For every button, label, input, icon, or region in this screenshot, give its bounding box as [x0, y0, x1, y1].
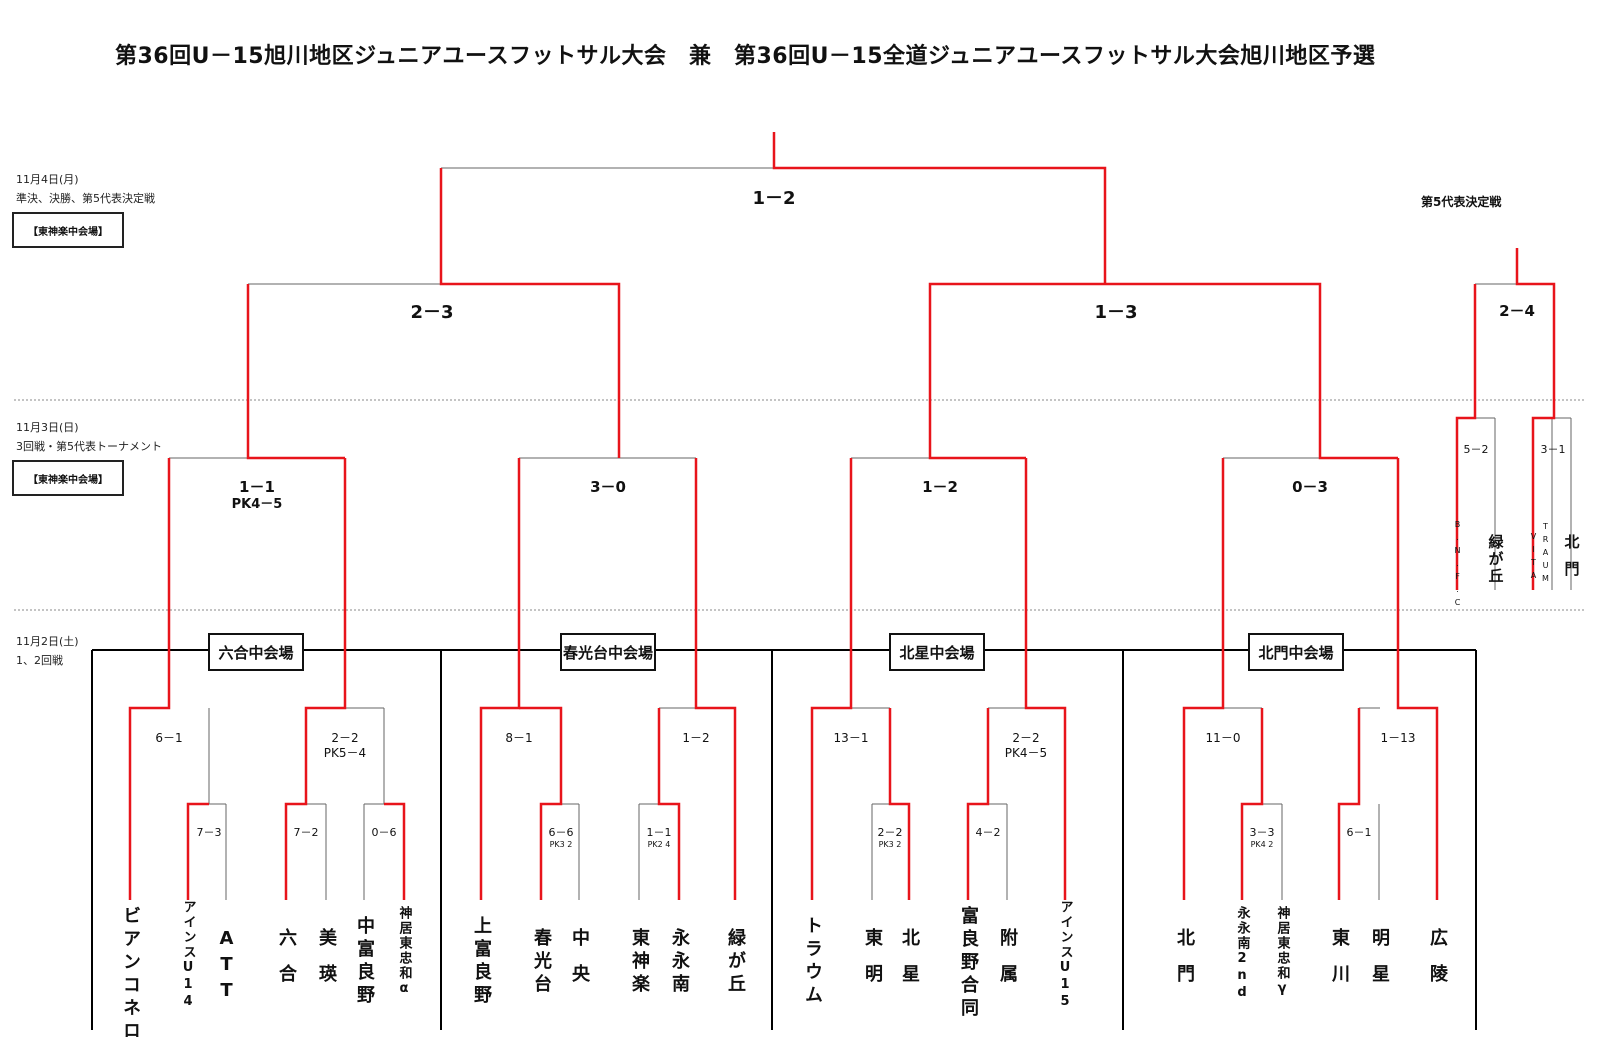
team-koryo: 広陵 — [1427, 928, 1448, 1000]
team-higashikawa: 東川 — [1329, 928, 1350, 1000]
score-r1-9: 6－1 — [1346, 826, 1372, 839]
team-att: ATT — [216, 928, 237, 1006]
venue-hokusei: 北星中会場 — [889, 633, 985, 671]
score-r1-1: 7－3 — [196, 826, 222, 839]
team-eieinan-2nd: 永永南2nd — [1234, 906, 1250, 1002]
score-r1-2: 7－2 — [293, 826, 319, 839]
score-r2-3: 8－1 — [505, 731, 533, 745]
team-shunkodai: 春光台 — [531, 928, 552, 997]
score-fifth-final: 2－4 — [1499, 302, 1535, 320]
team-eieinan: 永永南 — [669, 928, 690, 997]
team-meisei: 明星 — [1369, 928, 1390, 1000]
score-r3-1: 1－1 PK4－5 — [232, 478, 283, 513]
score-fifth-2: 3－1 — [1540, 443, 1566, 456]
team-kamuihigashi-alpha: 神居東忠和α — [396, 906, 412, 998]
team-kamuihigashi-gamma: 神居東忠和γ — [1274, 906, 1290, 998]
day-date: 11月3日(日) — [16, 421, 79, 434]
score-value: 6－6 — [548, 826, 574, 839]
day-date: 11月2日(土) — [16, 635, 79, 648]
score-semi-2: 1－3 — [1094, 302, 1138, 323]
venue-rikugo: 六合中会場 — [208, 633, 304, 671]
team-einsu15: アインスU15 — [1057, 900, 1073, 1011]
score-value: 2－2 — [331, 731, 359, 745]
score-r2-7: 11－0 — [1205, 731, 1241, 745]
score-final: 1－2 — [752, 188, 796, 209]
day-round: 3回戦・第5代表トーナメント — [16, 440, 162, 453]
score-r3-2: 3－0 — [590, 478, 626, 496]
team-furano-godo: 富良野合同 — [958, 906, 979, 1021]
venue-frame — [91, 649, 1477, 1030]
score-r2-2: 2－2 PK5－4 — [324, 731, 366, 761]
score-r1-8: 3－3 PK4 2 — [1250, 826, 1275, 850]
day-venue-nov3: 【東神楽中会場】 — [12, 460, 124, 496]
page-title: 第36回U－15旭川地区ジュニアユースフットサル大会 兼 第36回U－15全道ジ… — [115, 44, 1376, 69]
team-traum-fifth: TRAUM — [1541, 522, 1550, 587]
team-chuo: 中央 — [569, 928, 590, 1000]
day-date: 11月4日(月) — [16, 173, 79, 186]
score-semi-1: 2－3 — [410, 302, 454, 323]
score-value: 2－2 — [877, 826, 903, 839]
score-fifth-1: 5－2 — [1463, 443, 1489, 456]
team-einsu14: アインスU14 — [180, 900, 196, 1011]
day-round: 1、2回戦 — [16, 654, 63, 667]
team-kamifurano: 上富良野 — [471, 916, 492, 1008]
team-hokumon: 北門 — [1174, 928, 1195, 1000]
score-value: 1－1 — [646, 826, 672, 839]
team-biankonero: ビアンコネロ — [120, 906, 141, 1044]
fifth-place-title: 第5代表決定戦 — [1421, 195, 1502, 209]
day-round: 準決、決勝、第5代表決定戦 — [16, 192, 155, 205]
score-pk: PK4－5 — [1004, 746, 1048, 760]
day-venue-nov4: 【東神楽中会場】 — [12, 212, 124, 248]
team-midorigaoka: 緑が丘 — [725, 928, 746, 997]
venue-shunkodai: 春光台中会場 — [560, 633, 656, 671]
team-rikugo: 六合 — [276, 928, 297, 1000]
score-r1-3: 0－6 — [371, 826, 397, 839]
score-r2-5: 13－1 — [833, 731, 869, 745]
score-value: 3－3 — [1249, 826, 1275, 839]
score-r2-6: 2－2 PK4－5 — [1005, 731, 1047, 761]
score-r2-4: 1－2 — [682, 731, 710, 745]
day-info-nov3: 11月3日(日) 3回戦・第5代表トーナメント — [16, 418, 162, 456]
score-r3-3: 1－2 — [922, 478, 958, 496]
day-info-nov4: 11月4日(月) 準決、決勝、第5代表決定戦 — [16, 170, 155, 208]
score-r1-7: 4－2 — [975, 826, 1001, 839]
score-value: 1－1 — [239, 478, 275, 496]
team-hokusei: 北星 — [899, 928, 920, 1000]
score-r3-4: 0－3 — [1292, 478, 1328, 496]
winner-paths — [128, 132, 1556, 900]
score-pk: PK3 2 — [878, 839, 902, 849]
team-traum: トラウム — [802, 916, 823, 1008]
score-r1-5: 1－1 PK2 4 — [647, 826, 672, 850]
team-tomei: 東明 — [862, 928, 883, 1000]
team-fuzoku: 附属 — [997, 928, 1018, 1000]
team-biei: 美瑛 — [316, 928, 337, 1000]
team-midorigaoka-fifth: 緑が丘 — [1486, 534, 1505, 585]
score-value: 2－2 — [1012, 731, 1040, 745]
score-pk: PK4 2 — [1250, 839, 1274, 849]
team-nakafurano: 中富良野 — [354, 916, 375, 1008]
team-higashikagura: 東神楽 — [629, 928, 650, 997]
team-hokumon-fifth: 北門 — [1562, 534, 1581, 588]
score-pk: PK5－4 — [323, 746, 367, 760]
team-bnfc: B.N.F.C — [1453, 520, 1462, 611]
score-pk: PK3 2 — [549, 839, 573, 849]
day-info-nov2: 11月2日(土) 1、2回戦 — [16, 632, 79, 670]
score-pk: PK2 4 — [647, 839, 671, 849]
venue-hokumon: 北門中会場 — [1248, 633, 1344, 671]
score-r2-1: 6－1 — [155, 731, 183, 745]
score-r1-4: 6－6 PK3 2 — [549, 826, 574, 850]
team-vita: VITA — [1529, 532, 1538, 584]
score-pk: PK4－5 — [231, 496, 283, 512]
score-r1-6: 2－2 PK3 2 — [878, 826, 903, 850]
score-r2-8: 1－13 — [1380, 731, 1416, 745]
